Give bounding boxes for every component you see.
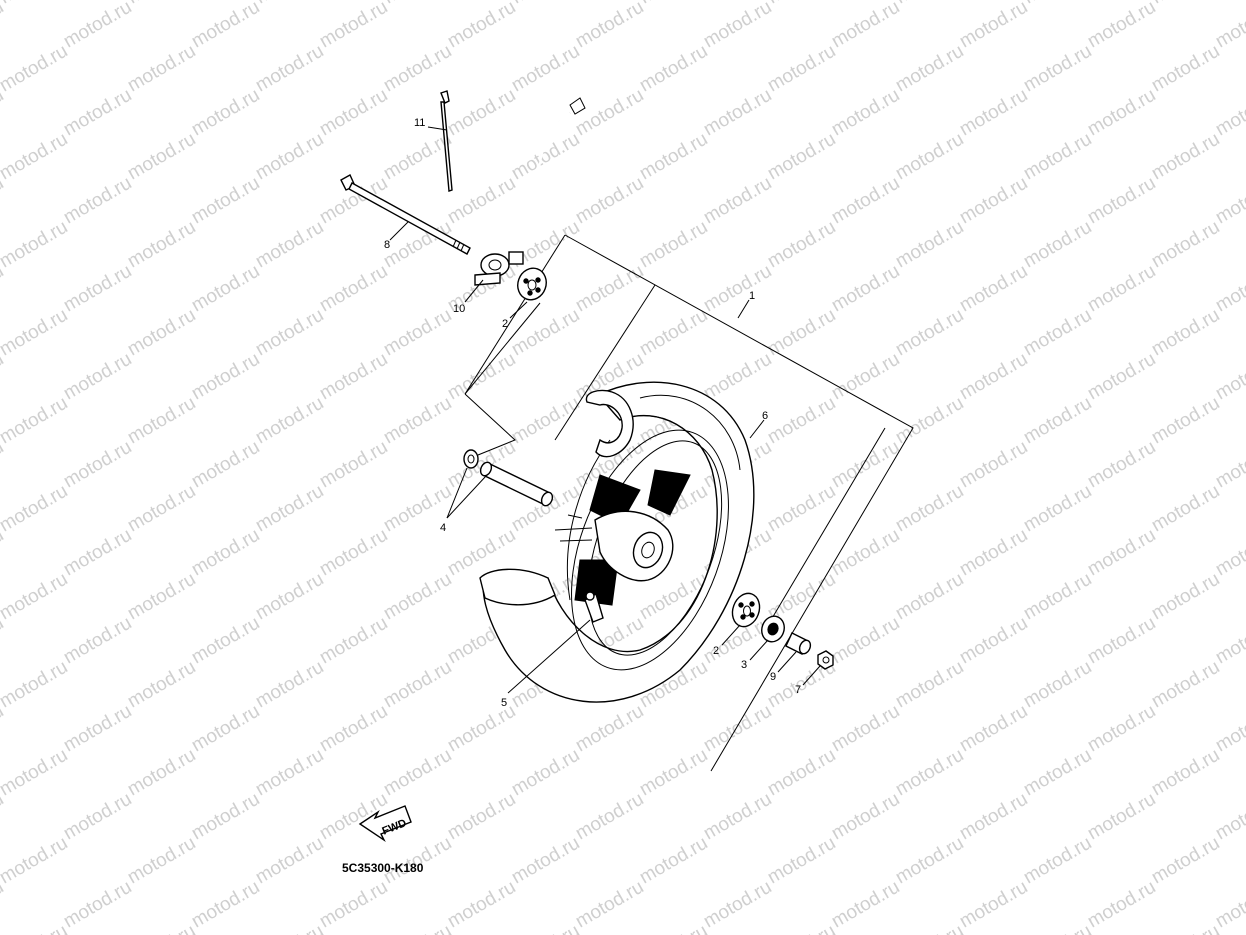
callout-1: 1 — [749, 290, 755, 302]
callout-10: 10 — [453, 303, 465, 315]
assembly-bracket — [464, 234, 914, 772]
callout-2-lower: 2 — [713, 645, 719, 657]
callout-5: 5 — [501, 697, 507, 709]
tire-part — [479, 381, 755, 703]
diagram-code: 5C35300-K180 — [342, 861, 424, 875]
callout-labels: 11 8 10 2 1 6 4 5 2 3 9 7 — [384, 117, 801, 709]
axle-part — [340, 174, 471, 255]
callout-4: 4 — [440, 522, 446, 534]
callout-7: 7 — [795, 684, 801, 696]
nut-part — [817, 650, 834, 670]
callout-8: 8 — [384, 239, 390, 251]
speedometer-gear-part — [474, 251, 524, 286]
leader-lines — [389, 126, 821, 694]
callout-6: 6 — [762, 410, 768, 422]
spacer-part — [463, 449, 554, 507]
collar-part — [785, 632, 812, 655]
cable-tie-part — [440, 90, 453, 192]
bearing-upper-part — [517, 267, 547, 301]
oil-seal-part — [761, 615, 785, 643]
callout-2-upper: 2 — [502, 318, 508, 330]
valve-part — [584, 591, 604, 623]
rim-part — [554, 429, 729, 671]
callout-9: 9 — [770, 671, 776, 683]
callout-11: 11 — [414, 117, 425, 129]
callout-3: 3 — [741, 659, 747, 671]
bearing-lower-part — [731, 592, 761, 628]
speedometer-cable — [521, 97, 586, 259]
fwd-arrow-icon: FWD — [358, 805, 412, 843]
